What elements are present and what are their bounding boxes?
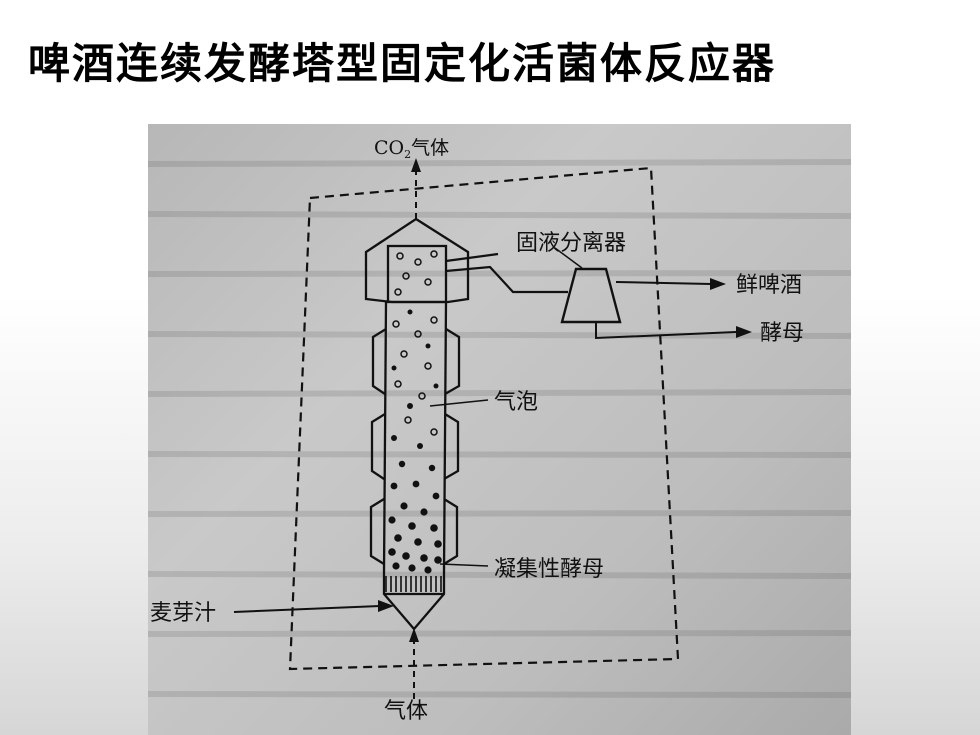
gas-inlet-label: 气体 (384, 699, 428, 724)
co2-arrow-head (411, 158, 421, 172)
flocculent-yeast-label: 凝集性酵母 (494, 557, 604, 582)
yeast-label: 酵母 (760, 321, 804, 346)
co2-label: CO2气体 (374, 137, 449, 161)
paper-texture (148, 159, 851, 698)
fresh-beer-arrow-line (615, 281, 712, 285)
yeast-arrow-head (736, 326, 752, 338)
reactor-column (364, 217, 470, 631)
separator-leader-line (554, 247, 583, 269)
bubbles-label: 气泡 (494, 390, 538, 415)
wort-label: 麦芽汁 (150, 601, 216, 626)
yeast-arrow-line (595, 322, 737, 340)
flocculent-yeast-leader-line (439, 563, 489, 567)
diagram-photo: CO2气体 固液分离器 鲜啤酒 酵母 气泡 凝集性酵母 麦芽汁 气体 (148, 124, 851, 735)
wort-arrow-line (233, 605, 381, 613)
bubbles (392, 250, 438, 436)
outlet-pipe (445, 252, 568, 294)
fresh-beer-label: 鲜啤酒 (736, 273, 802, 298)
yeast-particles (388, 309, 442, 574)
fresh-beer-arrow-head (710, 278, 726, 290)
wort-arrow-head (378, 600, 394, 612)
bubble-leader-line (429, 399, 489, 407)
solid-liquid-separator (560, 267, 622, 324)
reactor-diagram: CO2气体 固液分离器 鲜啤酒 酵母 气泡 凝集性酵母 麦芽汁 气体 (148, 137, 851, 724)
distributor-plate (385, 576, 442, 592)
slide-title: 啤酒连续发酵塔型固定化活菌体反应器 (28, 39, 777, 88)
separator-label: 固液分离器 (516, 231, 626, 256)
dashed-enclosure (288, 166, 680, 671)
gas-inlet-arrow-head (409, 628, 419, 642)
